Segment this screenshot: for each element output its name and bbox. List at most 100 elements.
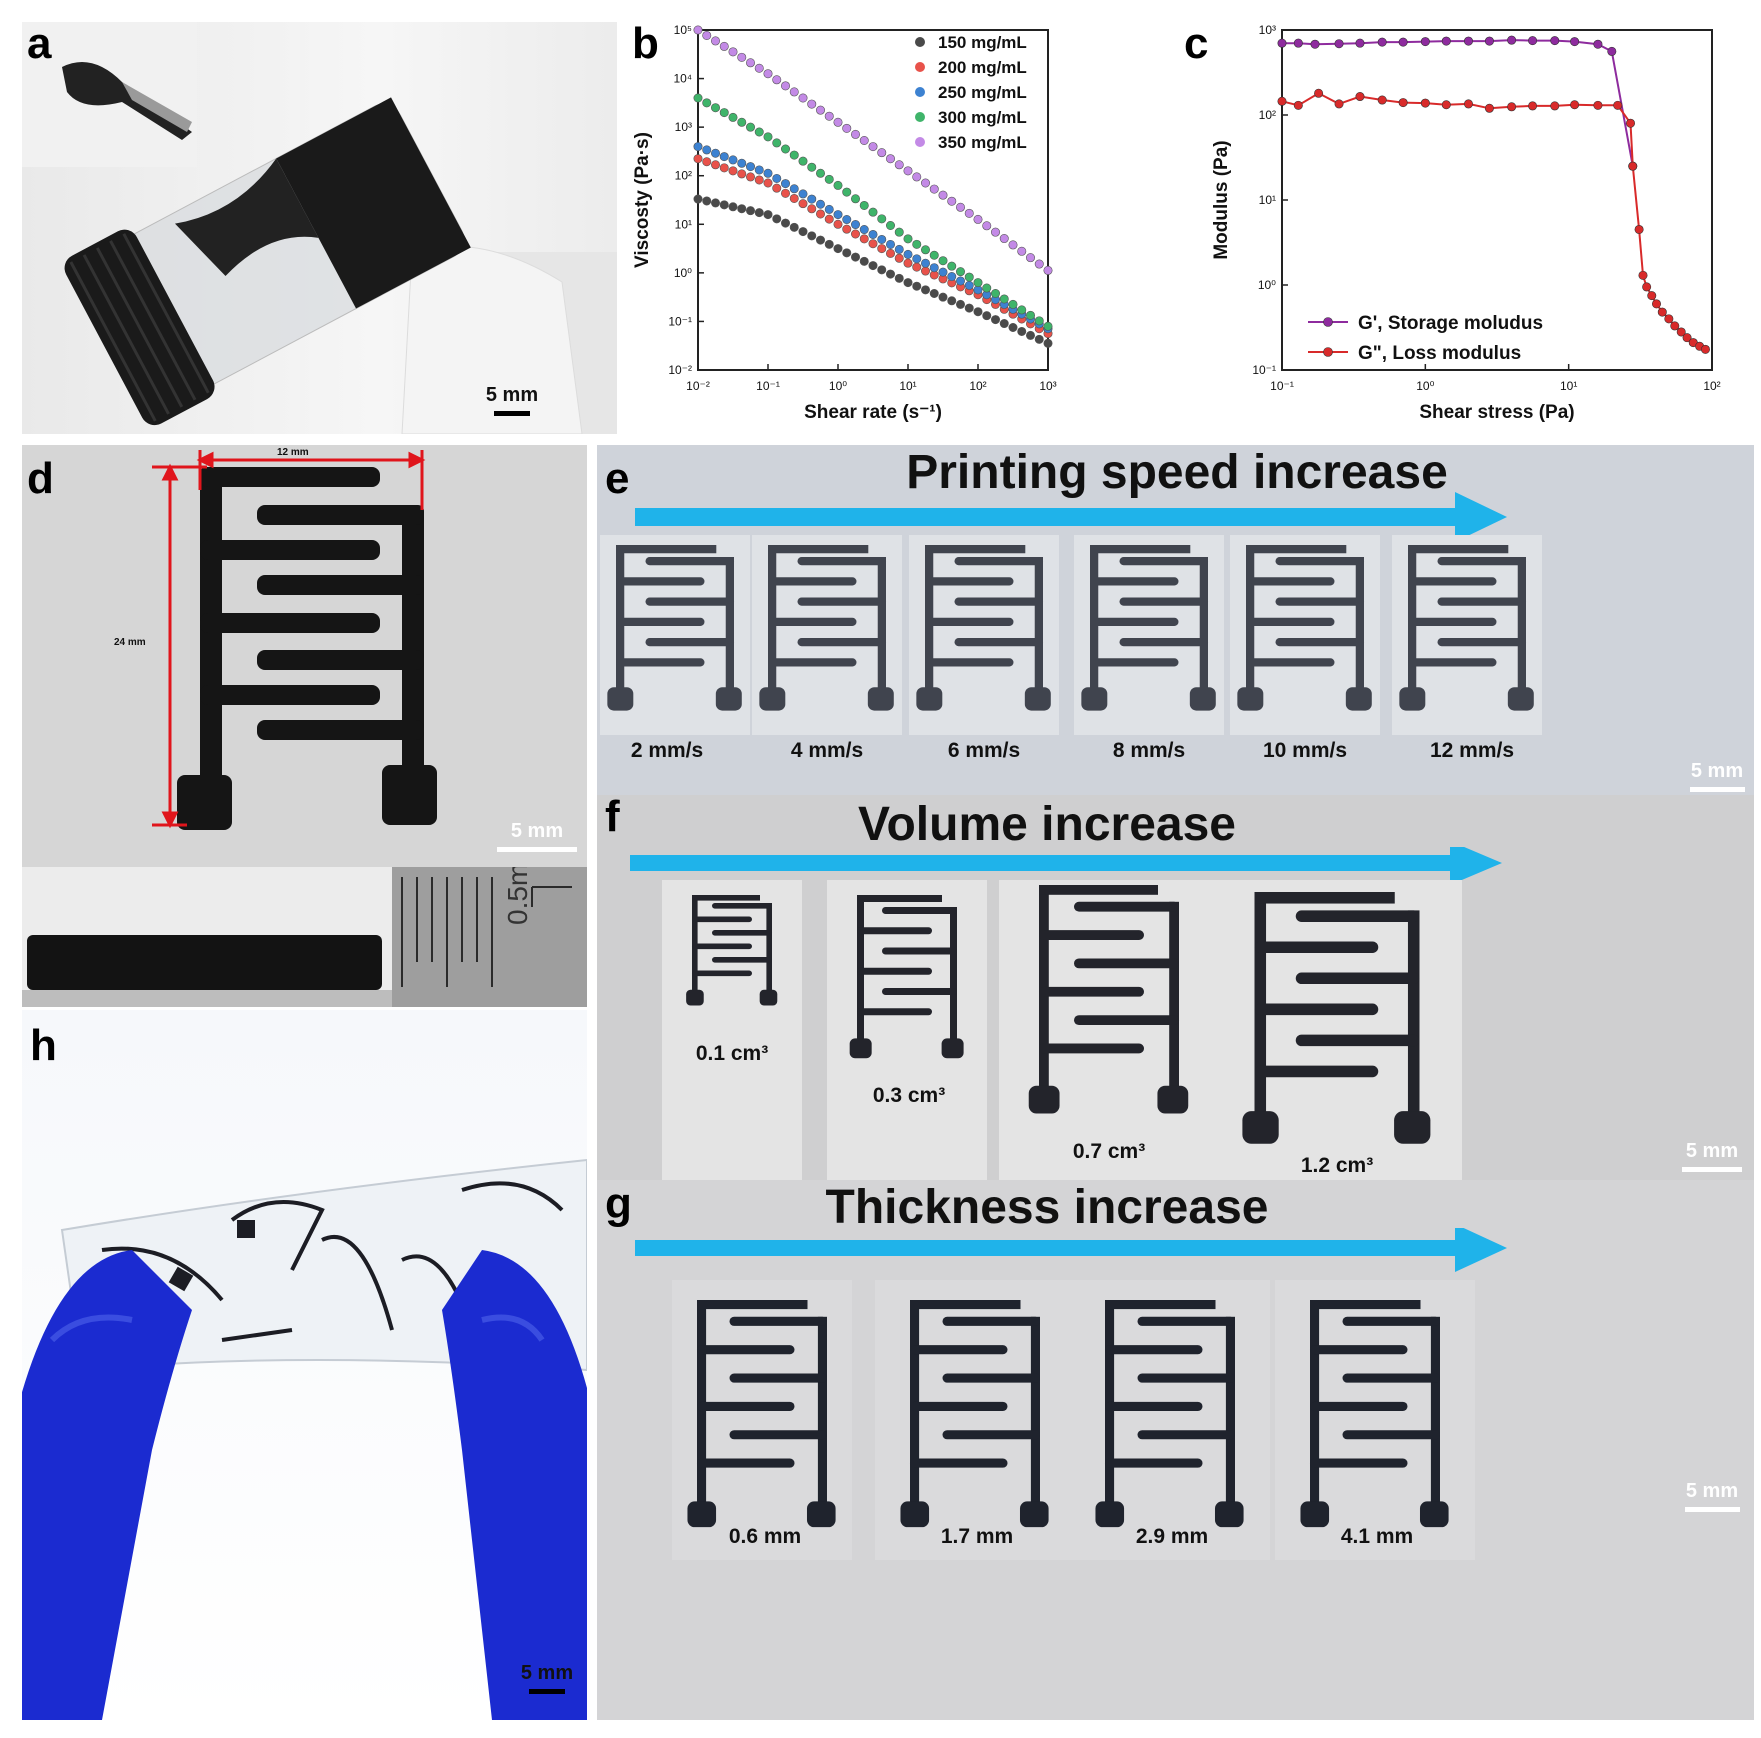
data-point <box>894 273 904 283</box>
scale-bar-label: 5 mm <box>1690 760 1744 782</box>
data-point <box>772 75 782 85</box>
panel-a-photo: a 5 mm <box>22 22 617 434</box>
y-tick-label: 10⁴ <box>673 72 692 86</box>
data-point <box>868 207 878 217</box>
data-point <box>1310 39 1320 49</box>
data-point <box>816 105 826 115</box>
data-point <box>842 215 852 225</box>
data-point <box>929 184 939 194</box>
panel-d-side-view: 0.5mm <box>22 867 587 1007</box>
data-point <box>1484 36 1494 46</box>
data-point <box>938 292 948 302</box>
data-point <box>1441 100 1451 110</box>
sample-label: 1.2 cm³ <box>1301 1154 1373 1177</box>
electrode-sample <box>759 545 894 711</box>
data-point <box>772 173 782 183</box>
data-point <box>1676 327 1686 337</box>
data-point <box>859 225 869 235</box>
legend-label: G", Loss modulus <box>1358 343 1521 364</box>
data-point <box>851 194 861 204</box>
data-point <box>737 158 747 168</box>
data-point <box>824 174 834 184</box>
data-point <box>912 281 922 291</box>
sample-label: 8 mm/s <box>1113 739 1185 762</box>
data-point <box>763 178 773 188</box>
data-point <box>964 280 974 290</box>
data-point <box>711 160 721 170</box>
data-point <box>693 93 703 103</box>
data-point <box>947 196 957 206</box>
data-point <box>1550 101 1560 111</box>
x-tick-label: 10⁻² <box>686 379 710 393</box>
data-point <box>1628 161 1638 171</box>
data-point <box>929 263 939 273</box>
sample-label: 10 mm/s <box>1263 739 1347 762</box>
data-point <box>1441 36 1451 46</box>
data-point <box>754 165 764 175</box>
legend-marker <box>1323 317 1333 327</box>
electrode-sample <box>687 1300 836 1528</box>
data-point <box>1398 37 1408 47</box>
scale-bar-label: 5 mm <box>520 1662 574 1684</box>
data-point <box>982 283 992 293</box>
electrode-sample <box>1242 892 1431 1144</box>
electrode-sample <box>1081 545 1216 711</box>
data-point <box>938 267 948 277</box>
data-point <box>877 265 887 275</box>
legend-marker <box>915 62 925 72</box>
data-point <box>1017 305 1027 315</box>
data-point <box>1647 291 1657 301</box>
data-point <box>824 111 834 121</box>
data-point <box>842 187 852 197</box>
data-point <box>1017 246 1027 256</box>
data-point <box>894 244 904 254</box>
data-point <box>938 256 948 266</box>
data-point <box>746 206 756 216</box>
data-point <box>1528 101 1538 111</box>
sample-label: 4 mm/s <box>791 739 863 762</box>
data-point <box>1682 333 1692 343</box>
data-point <box>894 227 904 237</box>
data-point <box>719 41 729 51</box>
data-point <box>1664 314 1674 324</box>
y-tick-label: 10¹ <box>1259 193 1276 207</box>
data-point <box>885 269 895 279</box>
data-point <box>1043 321 1053 331</box>
data-point <box>1008 240 1018 250</box>
data-point <box>851 229 861 239</box>
electrode-sample <box>1237 545 1372 711</box>
legend-label: 200 mg/mL <box>938 58 1027 77</box>
sample-label: 0.1 cm³ <box>696 1042 768 1065</box>
x-tick-label: 10¹ <box>1560 379 1577 393</box>
data-point <box>807 99 817 109</box>
data-point <box>719 108 729 118</box>
data-point <box>868 261 878 271</box>
scale-bar-f: 5 mm <box>1677 1140 1747 1172</box>
panel-label-c: c <box>1184 19 1209 68</box>
data-point <box>719 200 729 210</box>
data-point <box>955 202 965 212</box>
data-point <box>789 87 799 97</box>
data-point <box>693 142 703 152</box>
data-point <box>789 150 799 160</box>
data-point <box>1570 100 1580 110</box>
electrode-sample <box>1028 885 1189 1114</box>
legend-label: 350 mg/mL <box>938 133 1027 152</box>
data-point <box>973 214 983 224</box>
x-tick-label: 10² <box>1703 379 1720 393</box>
x-axis-label: Shear stress (Pa) <box>1419 402 1574 423</box>
data-point <box>885 248 895 258</box>
data-point <box>1025 330 1035 340</box>
panel-e-title: Printing speed increase <box>906 446 1448 499</box>
dimension-width-label: 12 mm <box>277 447 309 458</box>
data-point <box>1293 100 1303 110</box>
data-point <box>1034 334 1044 344</box>
data-point <box>833 117 843 127</box>
data-point <box>894 160 904 170</box>
data-point <box>772 214 782 224</box>
data-point <box>833 210 843 220</box>
data-point <box>1377 37 1387 47</box>
